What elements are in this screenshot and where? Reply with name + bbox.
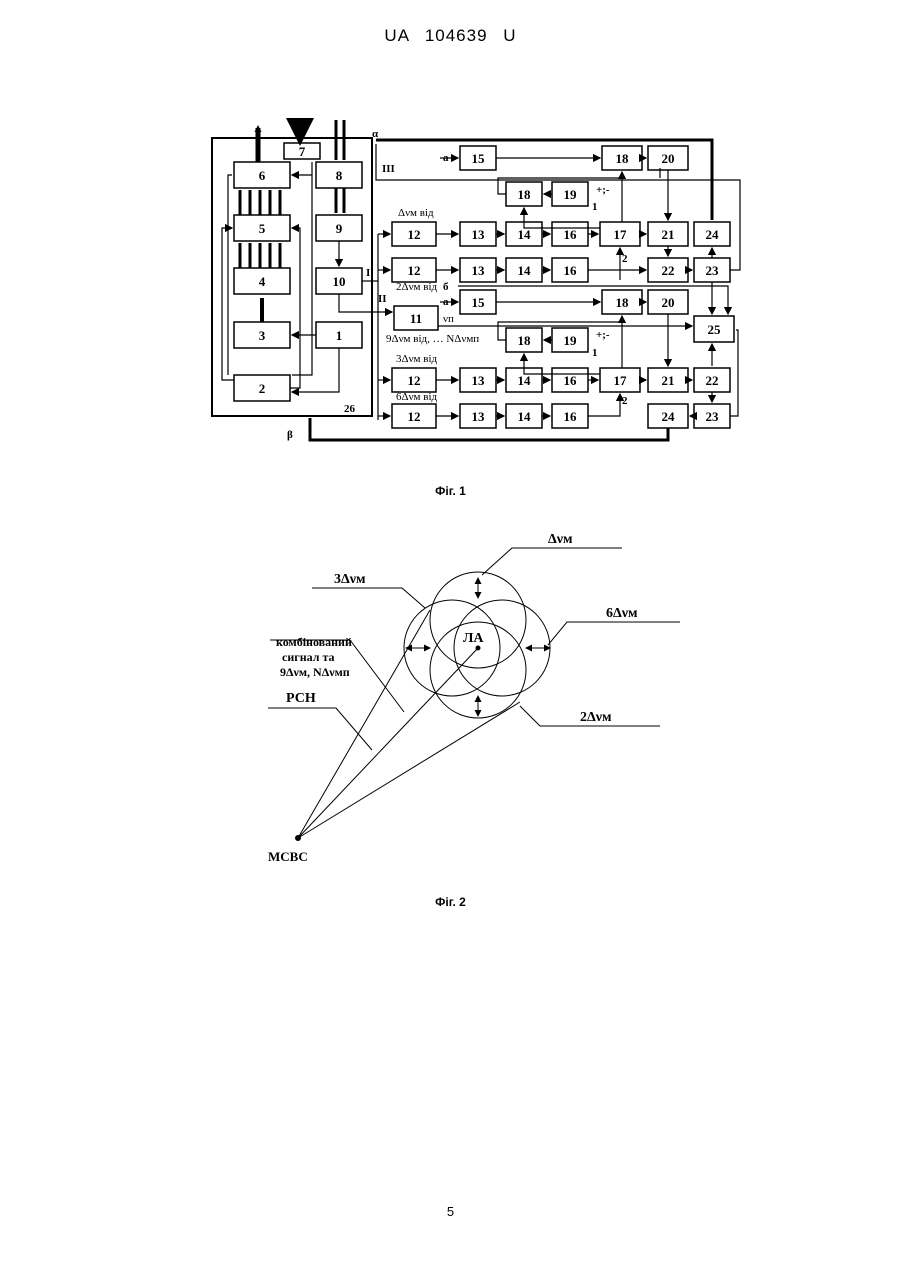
svg-text:9Δνм від, … NΔνмп: 9Δνм від, … NΔνмп [386, 333, 479, 345]
figure-2-caption: Фіг. 2 [0, 895, 901, 909]
svg-text:16: 16 [564, 227, 578, 242]
svg-text:10: 10 [333, 274, 346, 289]
svg-text:12: 12 [408, 263, 421, 278]
svg-text:3Δνм від: 3Δνм від [396, 353, 438, 365]
block-26-label: 26 [344, 403, 356, 415]
svg-text:2: 2 [622, 253, 628, 265]
svg-text:a: a [443, 296, 449, 308]
svg-text:14: 14 [518, 227, 532, 242]
svg-text:13: 13 [472, 409, 486, 424]
svg-text:18: 18 [518, 187, 532, 202]
page-number: 5 [0, 1204, 901, 1219]
svg-text:12: 12 [408, 227, 421, 242]
svg-text:б: б [443, 281, 449, 293]
svg-text:II: II [378, 293, 387, 305]
svg-text:12: 12 [408, 409, 421, 424]
svg-text:νп: νп [443, 313, 454, 325]
svg-text:23: 23 [706, 409, 720, 424]
svg-text:1: 1 [592, 347, 598, 359]
svg-text:III: III [382, 163, 395, 175]
svg-text:+;-: +;- [596, 329, 610, 341]
svg-text:Δνм від: Δνм від [398, 207, 434, 219]
svg-text:1: 1 [336, 328, 343, 343]
svg-text:a: a [443, 152, 449, 164]
svg-text:23: 23 [706, 263, 720, 278]
svg-text:16: 16 [564, 409, 578, 424]
figure-1-caption: Фіг. 1 [0, 484, 901, 498]
svg-text:14: 14 [518, 373, 532, 388]
svg-text:20: 20 [662, 295, 675, 310]
svg-text:3: 3 [259, 328, 266, 343]
svg-text:12: 12 [408, 373, 421, 388]
svg-text:6Δνм від: 6Δνм від [396, 391, 438, 403]
svg-text:2Δνм від: 2Δνм від [396, 281, 438, 293]
svg-text:25: 25 [708, 322, 722, 337]
svg-text:22: 22 [706, 373, 719, 388]
svg-text:15: 15 [472, 295, 486, 310]
svg-text:α: α [372, 128, 379, 140]
svg-text:I: I [366, 267, 370, 279]
svg-text:21: 21 [662, 373, 675, 388]
svg-text:18: 18 [616, 295, 630, 310]
svg-text:β: β [287, 429, 293, 441]
svg-text:17: 17 [614, 373, 628, 388]
svg-text:2: 2 [622, 395, 628, 407]
svg-text:7: 7 [299, 144, 306, 159]
svg-text:4: 4 [259, 274, 266, 289]
svg-text:13: 13 [472, 373, 486, 388]
svg-text:24: 24 [662, 409, 676, 424]
svg-text:6: 6 [259, 168, 266, 183]
svg-text:19: 19 [564, 187, 578, 202]
svg-text:14: 14 [518, 409, 532, 424]
svg-text:19: 19 [564, 333, 578, 348]
svg-text:18: 18 [616, 151, 630, 166]
svg-text:17: 17 [614, 227, 628, 242]
svg-text:11: 11 [410, 311, 422, 326]
svg-text:15: 15 [472, 151, 486, 166]
svg-text:14: 14 [518, 263, 532, 278]
svg-text:16: 16 [564, 373, 578, 388]
svg-text:21: 21 [662, 227, 675, 242]
svg-text:20: 20 [662, 151, 675, 166]
svg-text:2: 2 [259, 381, 266, 396]
svg-text:24: 24 [706, 227, 720, 242]
svg-text:13: 13 [472, 263, 486, 278]
svg-text:22: 22 [662, 263, 675, 278]
svg-text:9: 9 [336, 221, 343, 236]
svg-text:18: 18 [518, 333, 532, 348]
svg-text:+;-: +;- [596, 184, 610, 196]
svg-text:5: 5 [259, 221, 266, 236]
svg-text:13: 13 [472, 227, 486, 242]
svg-text:8: 8 [336, 168, 343, 183]
svg-text:1: 1 [592, 201, 598, 213]
svg-text:16: 16 [564, 263, 578, 278]
